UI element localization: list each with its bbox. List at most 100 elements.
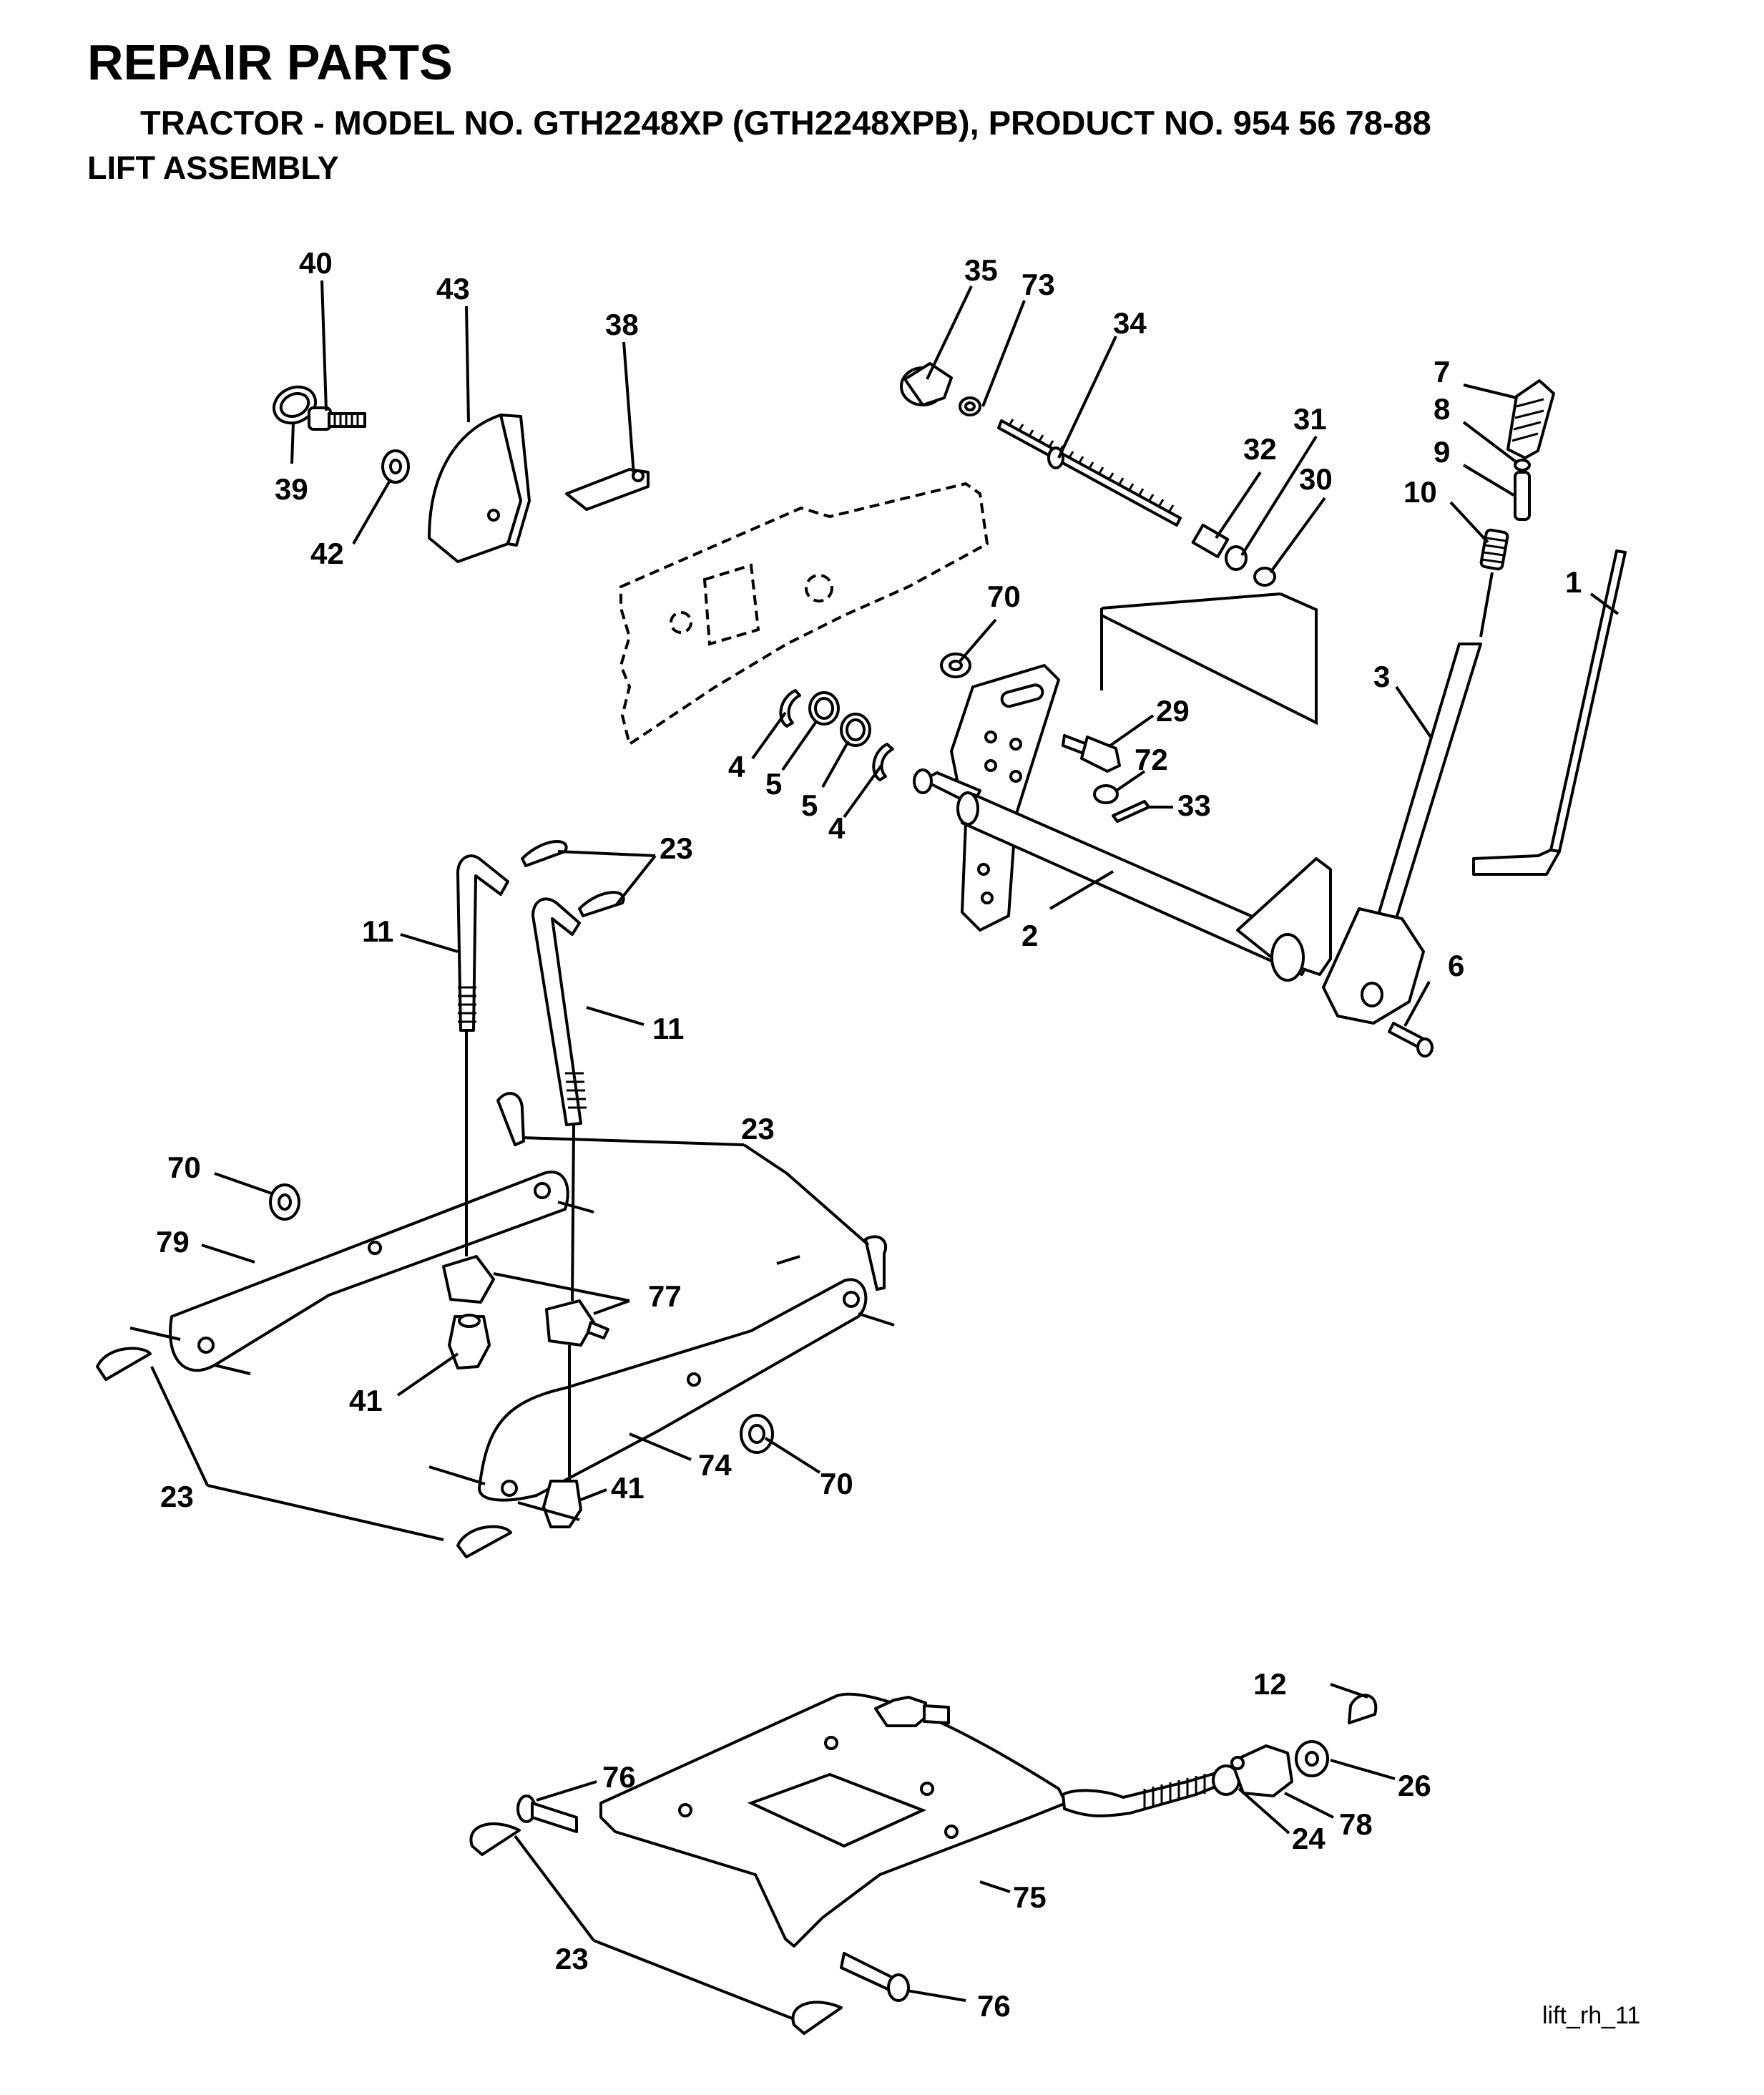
callout-8: 8 bbox=[1434, 392, 1450, 426]
callout-73: 73 bbox=[1021, 268, 1055, 301]
part-spring-32 bbox=[1191, 523, 1230, 559]
callout-40: 40 bbox=[299, 246, 333, 280]
part-pin-9 bbox=[1514, 471, 1531, 521]
part-nut-26 bbox=[1295, 1740, 1329, 1777]
callout-76-b: 76 bbox=[977, 1989, 1011, 2023]
part-shaft-2 bbox=[913, 768, 1332, 982]
section-title: LIFT ASSEMBLY bbox=[87, 150, 339, 186]
part-block-77-b bbox=[545, 1299, 609, 1347]
callout-1: 1 bbox=[1565, 565, 1582, 599]
callout-26: 26 bbox=[1398, 1769, 1431, 1802]
callout-3: 3 bbox=[1373, 660, 1390, 693]
callout-33: 33 bbox=[1177, 788, 1211, 822]
part-spacer-76-b bbox=[840, 1952, 910, 2002]
arm-axis-lines bbox=[129, 1030, 895, 1521]
page-title: REPAIR PARTS bbox=[87, 34, 453, 90]
model-subtitle: TRACTOR - MODEL NO. GTH2248XP (GTH2248XP… bbox=[140, 104, 1431, 142]
part-washer-31 bbox=[1225, 545, 1248, 571]
part-stud-upper bbox=[874, 1696, 950, 1727]
callout-78: 78 bbox=[1339, 1807, 1373, 1841]
part-clip-12 bbox=[1348, 1694, 1378, 1724]
callout-9: 9 bbox=[1434, 435, 1450, 469]
part-plate-75 bbox=[599, 1692, 1067, 1948]
callout-7: 7 bbox=[1434, 355, 1450, 389]
callout-24: 24 bbox=[1292, 1822, 1326, 1855]
part-ring-8 bbox=[1514, 459, 1531, 472]
part-rod-1 bbox=[1472, 550, 1627, 876]
part-nut-73 bbox=[959, 396, 981, 416]
frame-bracket-dashed bbox=[619, 482, 989, 747]
callout-5-a: 5 bbox=[765, 767, 782, 801]
callout-23-b: 23 bbox=[741, 1112, 775, 1146]
diagram-code: lift_rh_11 bbox=[1542, 2002, 1641, 2029]
callout-11-b: 11 bbox=[652, 1012, 684, 1045]
part-nut-41-b bbox=[542, 1480, 582, 1528]
part-pin-6 bbox=[1388, 1022, 1434, 1058]
callout-42: 42 bbox=[310, 537, 344, 570]
callout-39: 39 bbox=[275, 472, 308, 506]
callout-41-a: 41 bbox=[349, 1384, 383, 1417]
callout-41-b: 41 bbox=[611, 1471, 645, 1505]
part-rod-11-right bbox=[531, 897, 587, 1126]
callout-23-d: 23 bbox=[555, 1942, 589, 1976]
part-rod-11-left bbox=[456, 854, 509, 1032]
part-clips-23-bottom bbox=[469, 1822, 843, 2035]
part-bolt-40 bbox=[308, 406, 366, 431]
part-spacer-76-a bbox=[516, 1794, 578, 1833]
callout-labels: 40 43 38 35 73 34 32 31 30 7 8 9 10 1 3 … bbox=[156, 246, 1582, 2023]
callout-70-a: 70 bbox=[987, 580, 1021, 613]
callout-31: 31 bbox=[1293, 402, 1327, 436]
lever-axis bbox=[1479, 572, 1494, 638]
part-nut-30 bbox=[1253, 567, 1276, 587]
part-rings-4-5 bbox=[779, 689, 894, 781]
part-arm-79 bbox=[169, 1171, 569, 1372]
part-cover-43 bbox=[428, 414, 531, 563]
callout-70-b: 70 bbox=[167, 1151, 201, 1184]
part-washer-72 bbox=[1093, 784, 1119, 804]
part-spring-10 bbox=[1479, 528, 1509, 571]
callout-72: 72 bbox=[1135, 743, 1168, 776]
part-bolt-33 bbox=[1112, 800, 1150, 823]
bracket-line bbox=[1100, 592, 1318, 726]
callout-77: 77 bbox=[648, 1279, 682, 1313]
part-bolt-29 bbox=[1062, 734, 1121, 773]
callout-29: 29 bbox=[1156, 694, 1190, 728]
callout-38: 38 bbox=[605, 308, 639, 341]
callout-23-c: 23 bbox=[160, 1480, 194, 1513]
callout-12: 12 bbox=[1253, 1667, 1287, 1701]
callout-70-c: 70 bbox=[820, 1467, 853, 1500]
part-knob-35 bbox=[900, 362, 953, 406]
part-rod-threaded bbox=[1062, 1772, 1226, 1817]
part-block-77-a bbox=[442, 1255, 495, 1304]
part-washer-42 bbox=[381, 449, 410, 484]
callout-34: 34 bbox=[1113, 306, 1147, 340]
part-cap-39 bbox=[272, 385, 318, 425]
callout-43: 43 bbox=[436, 272, 470, 306]
part-rod-34 bbox=[997, 419, 1182, 527]
callout-2: 2 bbox=[1021, 919, 1038, 952]
callout-6: 6 bbox=[1448, 949, 1464, 982]
part-lever-3 bbox=[1322, 643, 1482, 1025]
part-washer-70-mid bbox=[269, 1183, 300, 1221]
part-clips-23-low bbox=[96, 1347, 512, 1558]
leader-lines bbox=[150, 280, 1620, 2021]
part-nut-41-a bbox=[448, 1314, 491, 1369]
part-arm-74 bbox=[478, 1278, 868, 1502]
callout-74: 74 bbox=[698, 1448, 732, 1482]
part-clevis-78 bbox=[1230, 1744, 1293, 1797]
callout-75: 75 bbox=[1013, 1880, 1047, 1914]
callout-23-a: 23 bbox=[660, 831, 693, 865]
part-washer-70-low bbox=[740, 1414, 774, 1454]
callout-10: 10 bbox=[1403, 475, 1437, 509]
callout-11-a: 11 bbox=[362, 914, 393, 948]
part-clip-38 bbox=[565, 468, 650, 511]
callout-5-b: 5 bbox=[801, 788, 818, 822]
part-grip-7 bbox=[1506, 379, 1555, 459]
callout-32: 32 bbox=[1243, 432, 1277, 466]
callout-4-b: 4 bbox=[828, 811, 846, 845]
callout-79: 79 bbox=[156, 1225, 190, 1259]
part-washer-70-top bbox=[940, 653, 971, 678]
callout-4-a: 4 bbox=[728, 750, 745, 783]
callout-30: 30 bbox=[1299, 462, 1333, 496]
